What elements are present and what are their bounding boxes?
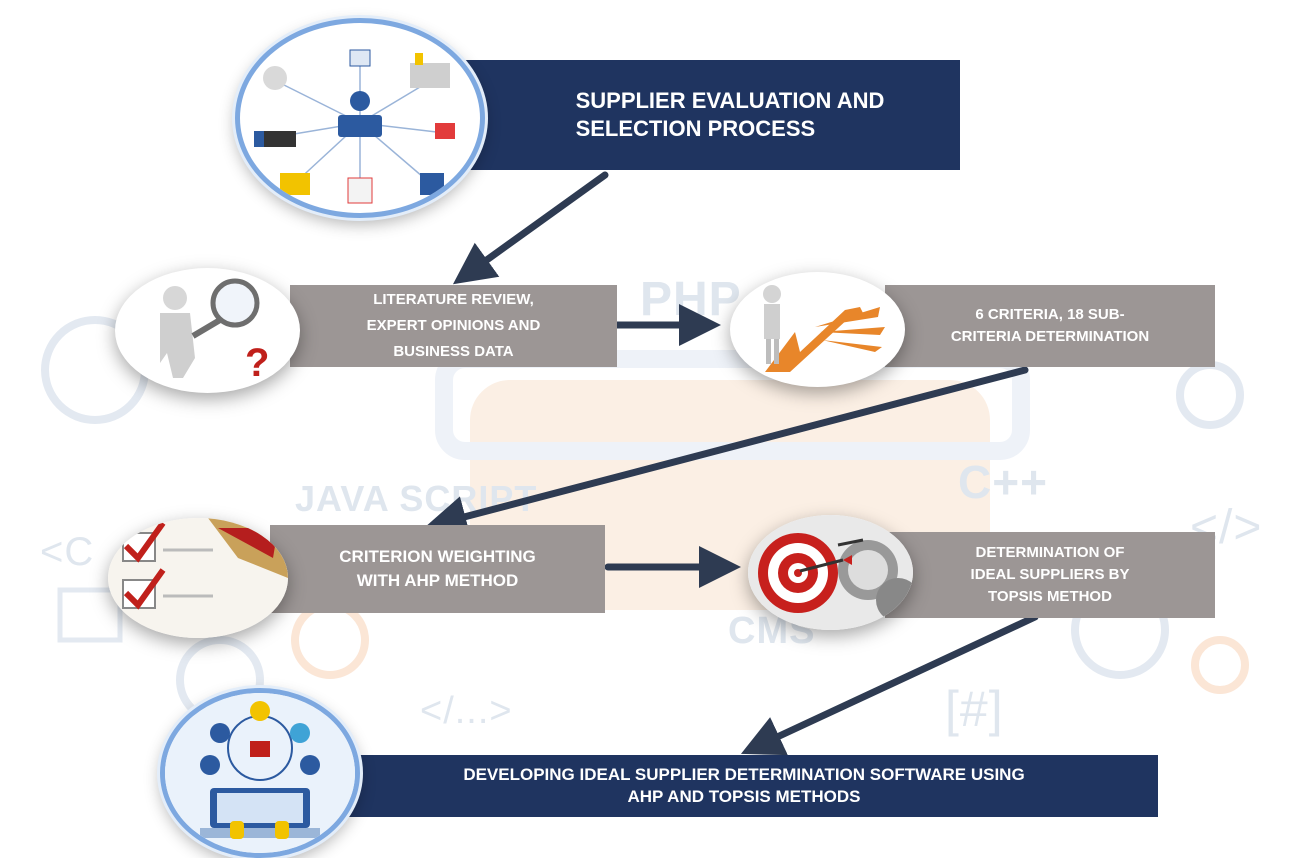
arrow-step1-to-step2 [452, 171, 609, 285]
step1-box: SUPPLIER EVALUATION AND SELECTION PROCES… [460, 60, 960, 170]
arrow-step3-to-step4 [424, 366, 1029, 537]
step5-text: DETERMINATION OF IDEAL SUPPLIERS BY TOPS… [970, 544, 1130, 605]
magnifier-question-icon: ? [115, 268, 300, 393]
svg-text:?: ? [245, 341, 269, 385]
step6-text: DEVELOPING IDEAL SUPPLIER DETERMINATION … [463, 765, 1025, 806]
checklist-icon [108, 518, 288, 638]
watermark-open-tag: <C [40, 530, 95, 574]
watermark-cpp: C++ [958, 456, 1048, 508]
laptop-coding-icon [160, 688, 360, 858]
step1-text: SUPPLIER EVALUATION AND SELECTION PROCES… [575, 88, 885, 141]
person-crossroads-icon [730, 272, 905, 387]
step4-text: CRITERION WEIGHTING WITH AHP METHOD [339, 547, 536, 590]
watermark-hash: [#] [945, 681, 1004, 737]
step5-box: DETERMINATION OF IDEAL SUPPLIERS BY TOPS… [885, 532, 1215, 618]
step3-box: 6 CRITERIA, 18 SUB- CRITERIA DETERMINATI… [885, 285, 1215, 367]
supplier-network-icon [235, 18, 485, 218]
step6-box: DEVELOPING IDEAL SUPPLIER DETERMINATION … [330, 755, 1158, 817]
arrow-step5-to-step6 [740, 613, 1039, 756]
step2-text: LITERATURE REVIEW, EXPERT OPINIONS AND B… [366, 291, 541, 360]
watermark-code-tag: </...> [420, 690, 513, 732]
step4-box: CRITERION WEIGHTING WITH AHP METHOD [270, 525, 605, 613]
step2-box: LITERATURE REVIEW, EXPERT OPINIONS AND B… [290, 285, 617, 367]
target-darts-icon [748, 515, 913, 630]
step3-text: 6 CRITERIA, 18 SUB- CRITERIA DETERMINATI… [950, 306, 1150, 345]
